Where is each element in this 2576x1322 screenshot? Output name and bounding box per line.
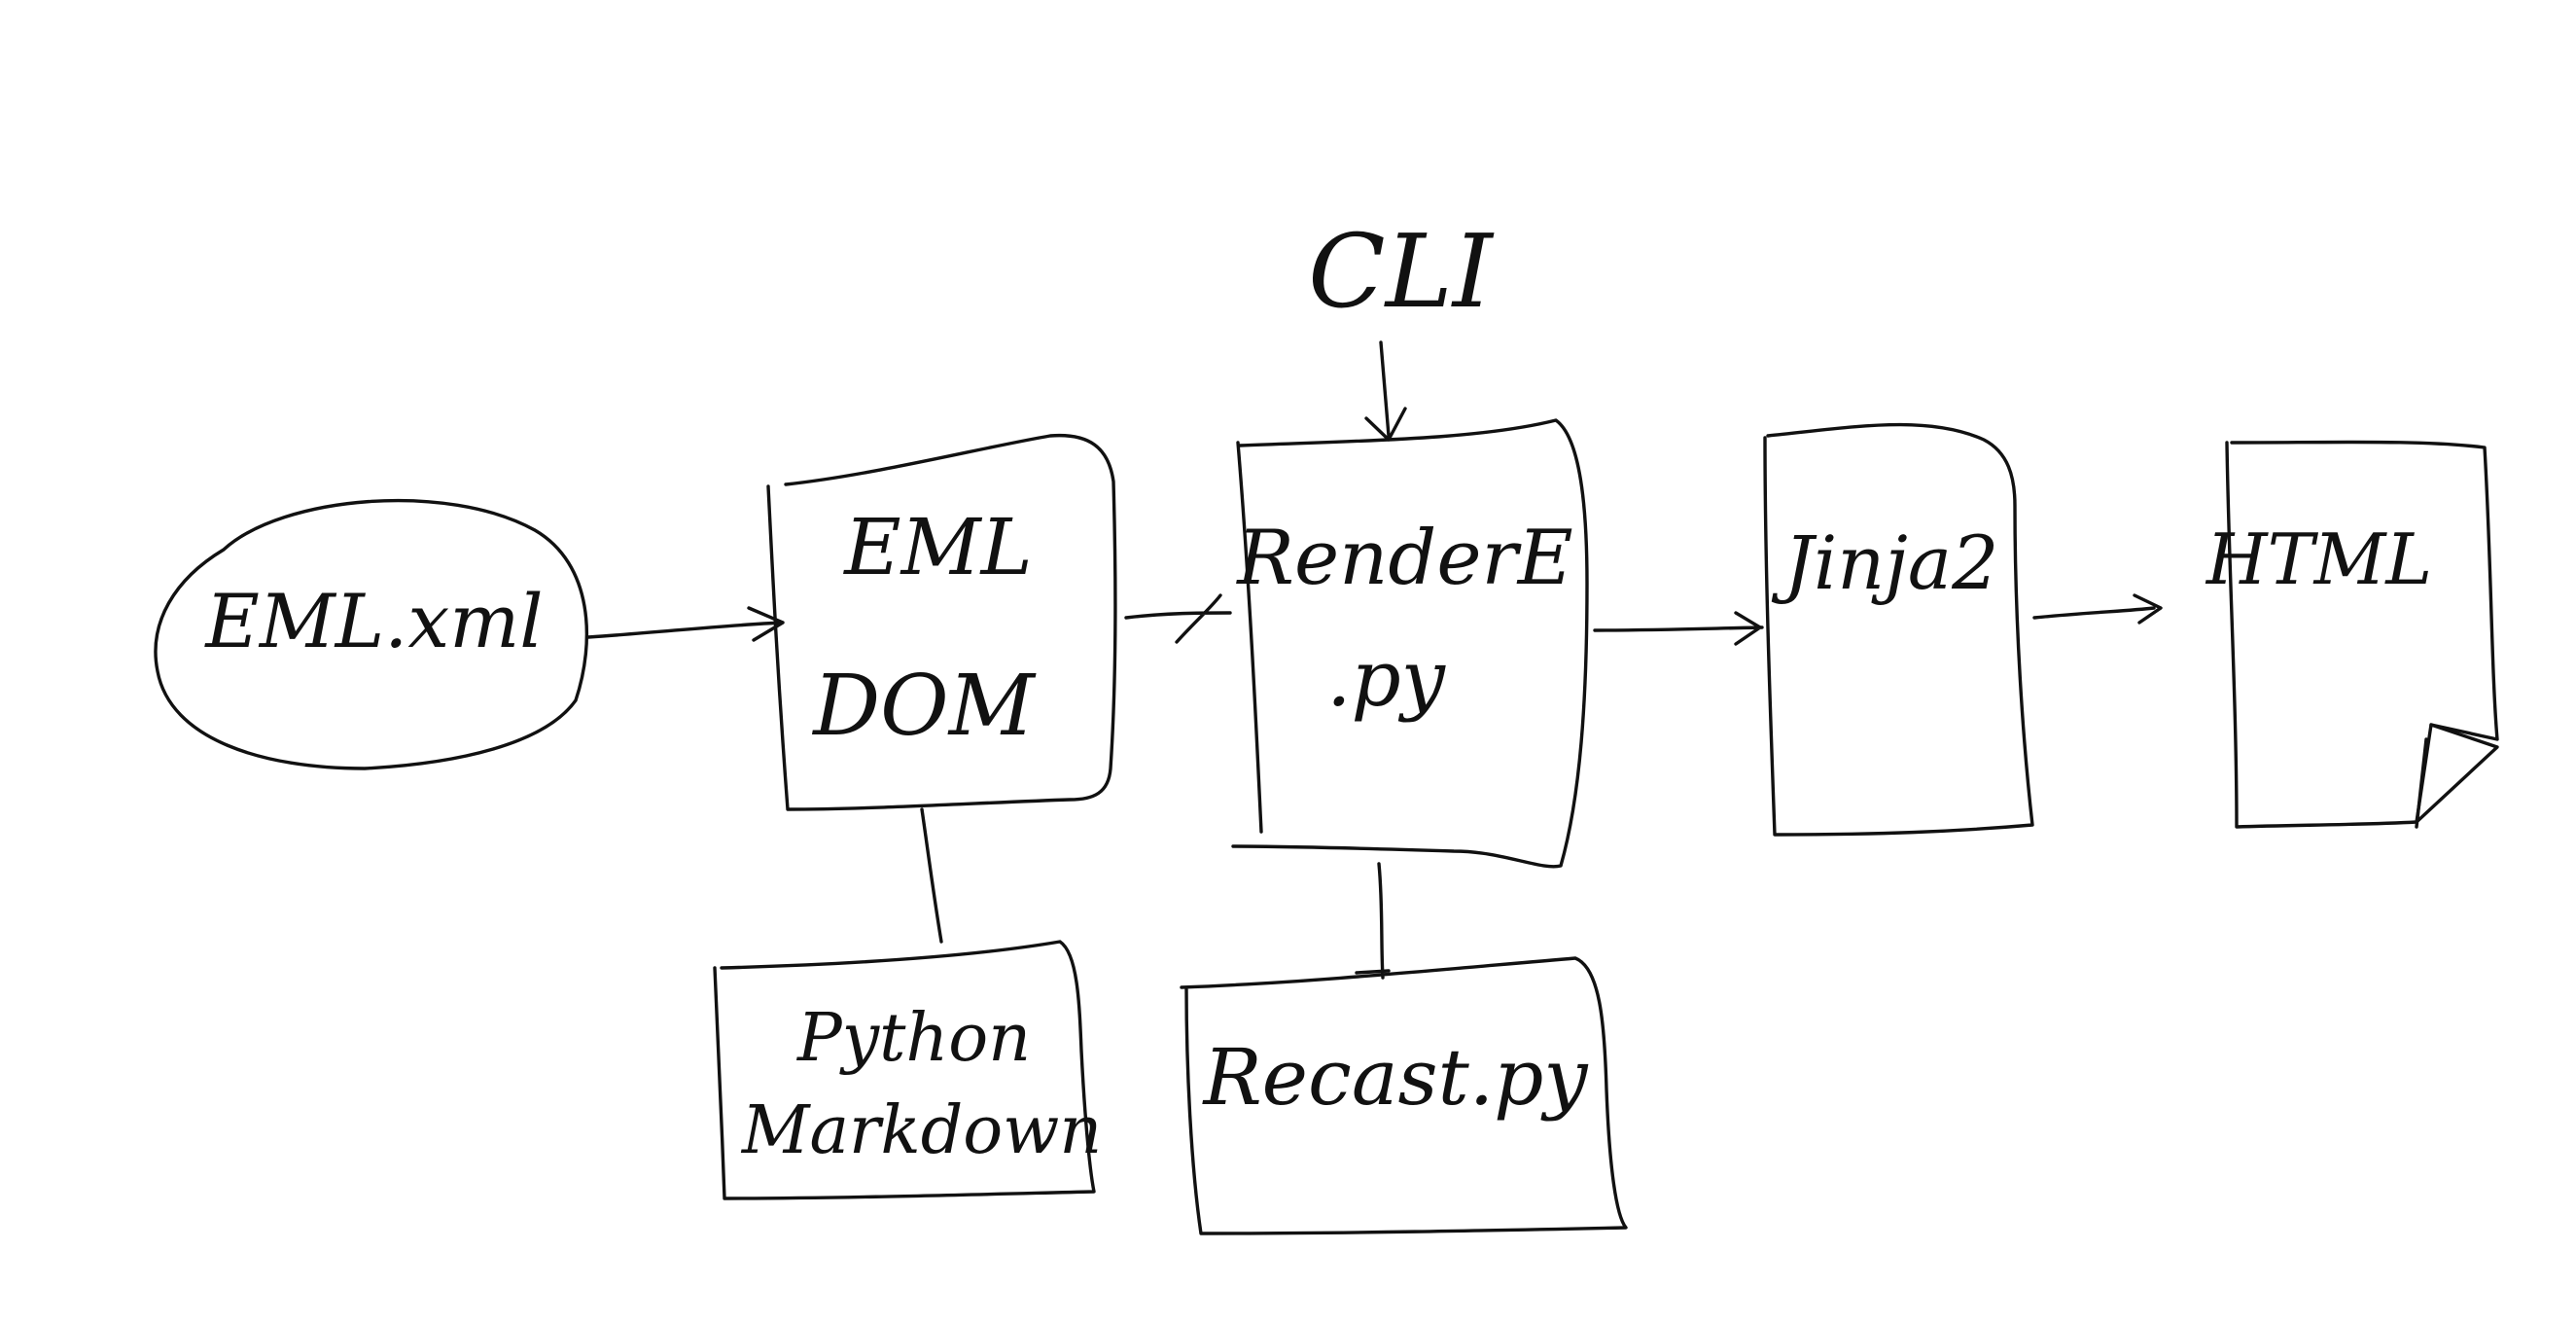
- eml-dom-label-line1: EML: [842, 502, 1032, 592]
- node-jinja2: Jinja2: [1763, 422, 2034, 837]
- node-python-markdown: Python Markdown: [713, 940, 1102, 1200]
- render-box-left-edge: [1236, 441, 1263, 834]
- cli-label: CLI: [1308, 212, 1495, 331]
- node-cli: CLI: [1308, 212, 1495, 442]
- line-dom-to-python-markdown: [920, 807, 943, 944]
- arrow-jinja2-to-html: [2032, 593, 2163, 625]
- node-eml-xml: EML.xml: [154, 498, 589, 770]
- python-markdown-box: [713, 940, 1096, 1200]
- html-label: HTML: [2205, 518, 2432, 600]
- node-recast: Recast.py: [1180, 956, 1628, 1235]
- eml-xml-ellipse: [154, 498, 589, 770]
- render-label-line1: RenderE: [1235, 515, 1572, 602]
- python-markdown-label-line2: Markdown: [740, 1092, 1102, 1169]
- html-document: [2225, 440, 2499, 829]
- render-label-line2: .py: [1326, 633, 1447, 724]
- render-box: [1231, 418, 1589, 869]
- eml-xml-label: EML.xml: [203, 578, 543, 664]
- line-render-to-recast: [1355, 862, 1391, 980]
- recast-box: [1180, 956, 1628, 1235]
- jinja2-label: Jinja2: [1772, 519, 1999, 606]
- eml-dom-box: [766, 433, 1117, 811]
- node-render: RenderE .py: [1231, 418, 1589, 869]
- node-eml-dom: EML DOM: [766, 433, 1117, 811]
- cli-to-render-arrow: [1364, 340, 1407, 442]
- arrow-render-to-jinja2: [1593, 611, 1764, 646]
- eml-dom-label-line2: DOM: [811, 658, 1036, 755]
- node-html: HTML: [2205, 440, 2499, 829]
- arrow-dom-to-render: [1124, 593, 1232, 644]
- jinja2-box: [1763, 422, 2034, 837]
- python-markdown-label-line1: Python: [795, 1000, 1031, 1077]
- recast-label: Recast.py: [1201, 1032, 1589, 1123]
- arrow-eml-xml-to-dom: [586, 606, 785, 642]
- html-document-fold: [2415, 723, 2499, 829]
